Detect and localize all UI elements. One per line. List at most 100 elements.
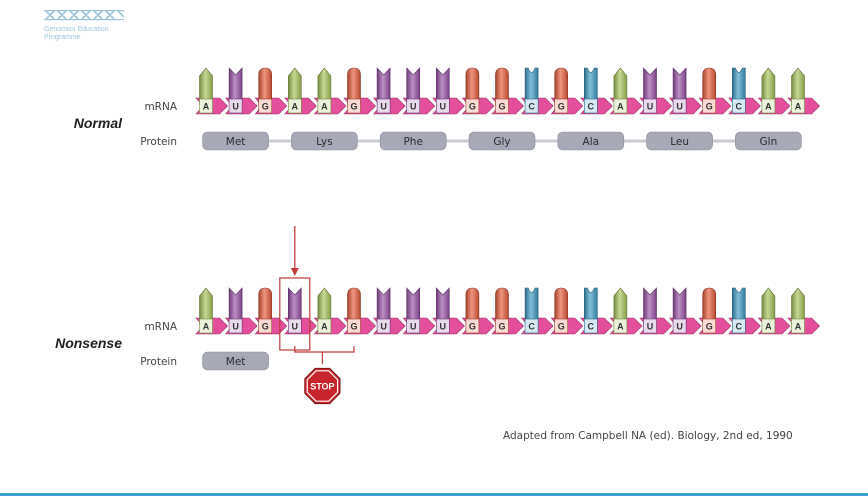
nucleotide-shaft xyxy=(702,67,716,105)
nucleotide-A: A xyxy=(613,287,628,334)
nucleotide-shaft xyxy=(258,287,272,325)
base-tile xyxy=(228,318,243,334)
nucleotide-shaft xyxy=(347,287,361,325)
nucleotide-U: U xyxy=(406,67,421,114)
nucleotide-C: C xyxy=(731,67,746,114)
nucleotide-A: A xyxy=(761,67,776,114)
mutation-arrow-head xyxy=(290,268,299,276)
nucleotide-shaft xyxy=(643,287,657,325)
nucleotide-shaft xyxy=(584,287,598,325)
nucleotide-shaft xyxy=(288,287,302,325)
nucleotide-shaft xyxy=(554,287,568,325)
amino-acid: Gln xyxy=(735,131,802,151)
nucleotide-C: C xyxy=(731,287,746,334)
logo-line-1: Genomics Education xyxy=(44,26,109,33)
base-tile xyxy=(791,98,805,114)
base-letter: G xyxy=(350,102,357,112)
nucleotide-G: G xyxy=(258,67,273,114)
base-tile xyxy=(287,98,302,114)
nucleotide-G: G xyxy=(554,287,569,334)
base-letter: A xyxy=(321,322,328,332)
amino-acid-pill xyxy=(202,351,269,371)
base-letter: C xyxy=(588,102,595,112)
base-tile xyxy=(583,318,598,334)
nucleotide-U: U xyxy=(228,67,243,114)
amino-acid-label: Met xyxy=(226,136,246,148)
base-tile xyxy=(731,318,746,334)
base-tile xyxy=(761,318,776,334)
base-tile xyxy=(791,318,805,334)
stop-label: STOP xyxy=(310,382,334,392)
amino-acid-pill xyxy=(468,131,536,151)
nucleotide-shaft xyxy=(317,67,332,105)
nucleotide-U: U xyxy=(228,287,243,334)
base-tile xyxy=(643,98,657,114)
base-tile xyxy=(228,98,243,114)
base-letter: U xyxy=(232,102,239,112)
base-letter: A xyxy=(617,322,624,332)
amino-acid-pill xyxy=(291,131,358,151)
nucleotide-shaft xyxy=(465,287,480,325)
amino-acid-label: Leu xyxy=(670,136,689,148)
nucleotide-A: A xyxy=(199,287,213,334)
base-tile xyxy=(643,318,657,334)
base-letter: U xyxy=(380,102,387,112)
base-tile xyxy=(199,318,213,334)
base-tile xyxy=(406,98,421,114)
base-letter: U xyxy=(440,102,447,112)
nucleotide-A: A xyxy=(317,67,332,114)
base-letter: A xyxy=(203,102,210,112)
base-letter: U xyxy=(647,322,654,332)
base-letter: U xyxy=(410,322,417,332)
base-tile xyxy=(613,98,628,114)
base-letter: A xyxy=(321,102,328,112)
amino-acid-pill xyxy=(646,131,713,151)
nucleotide-shaft xyxy=(524,67,539,105)
base-letter: G xyxy=(469,322,476,332)
amino-acid: Leu xyxy=(646,131,713,151)
base-letter: U xyxy=(410,102,417,112)
base-letter: A xyxy=(765,322,772,332)
base-letter: G xyxy=(262,102,269,112)
nucleotide-U: U xyxy=(643,67,657,114)
nucleotide-shaft xyxy=(228,67,243,105)
base-letter: A xyxy=(765,102,772,112)
base-tile xyxy=(199,98,213,114)
base-letter: G xyxy=(498,102,505,112)
nucleotide-shaft xyxy=(761,287,776,325)
base-tile xyxy=(435,98,450,114)
protein-label: Protein xyxy=(140,356,177,368)
nucleotide-shaft xyxy=(376,67,391,105)
nucleotide-shaft xyxy=(317,287,332,325)
nucleotide-shaft xyxy=(258,67,272,105)
base-tile xyxy=(554,98,569,114)
nucleotide-shaft xyxy=(524,287,539,325)
nucleotide-shaft xyxy=(465,67,480,105)
nucleotide-shaft xyxy=(613,67,628,105)
base-letter: C xyxy=(528,102,535,112)
nucleotide-shaft xyxy=(406,287,420,325)
base-tile xyxy=(702,318,717,334)
base-letter: G xyxy=(498,322,505,332)
nucleotide-shaft xyxy=(613,287,628,325)
base-letter: G xyxy=(558,102,565,112)
nucleotide-U: U xyxy=(435,67,450,114)
base-letter: G xyxy=(469,102,476,112)
base-tile xyxy=(495,318,509,334)
base-letter: U xyxy=(676,102,683,112)
base-letter: U xyxy=(380,322,387,332)
base-letter: G xyxy=(350,322,357,332)
nucleotide-shaft xyxy=(199,287,213,325)
citation: Adapted from Campbell NA (ed). Biology, … xyxy=(503,430,793,442)
base-tile xyxy=(672,98,687,114)
base-letter: G xyxy=(706,322,713,332)
base-letter: C xyxy=(588,322,595,332)
mrna-label: mRNA xyxy=(144,101,177,113)
nucleotide-shaft xyxy=(732,287,746,325)
mrna-label: mRNA xyxy=(144,321,177,333)
base-letter: U xyxy=(292,322,299,332)
base-tile xyxy=(435,318,450,334)
base-tile xyxy=(465,98,480,114)
nucleotide-G: G xyxy=(465,67,480,114)
nucleotide-A: A xyxy=(199,67,213,114)
